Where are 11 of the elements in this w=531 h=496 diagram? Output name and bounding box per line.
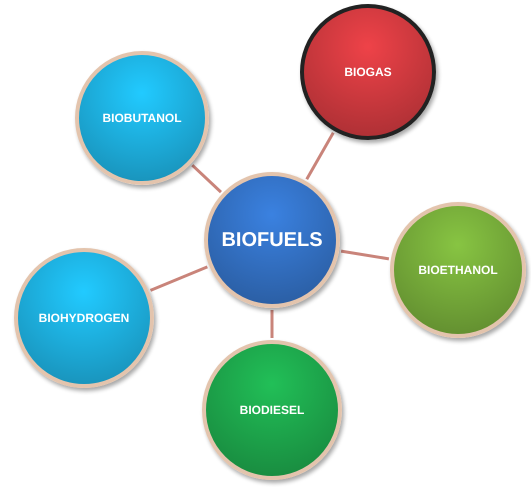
connector-line xyxy=(305,132,335,180)
node-label: BIOBUTANOL xyxy=(102,111,182,125)
node-label: BIOETHANOL xyxy=(418,263,498,277)
node-label: BIOHYDROGEN xyxy=(38,311,130,325)
node-label: BIOFUELS xyxy=(221,228,323,252)
node-label: BIODIESEL xyxy=(240,403,304,417)
connector-line xyxy=(270,310,274,338)
connector-line xyxy=(340,250,390,260)
connector-line xyxy=(150,265,208,292)
node-label: BIOGAS xyxy=(344,65,392,79)
connector-line xyxy=(191,164,222,194)
